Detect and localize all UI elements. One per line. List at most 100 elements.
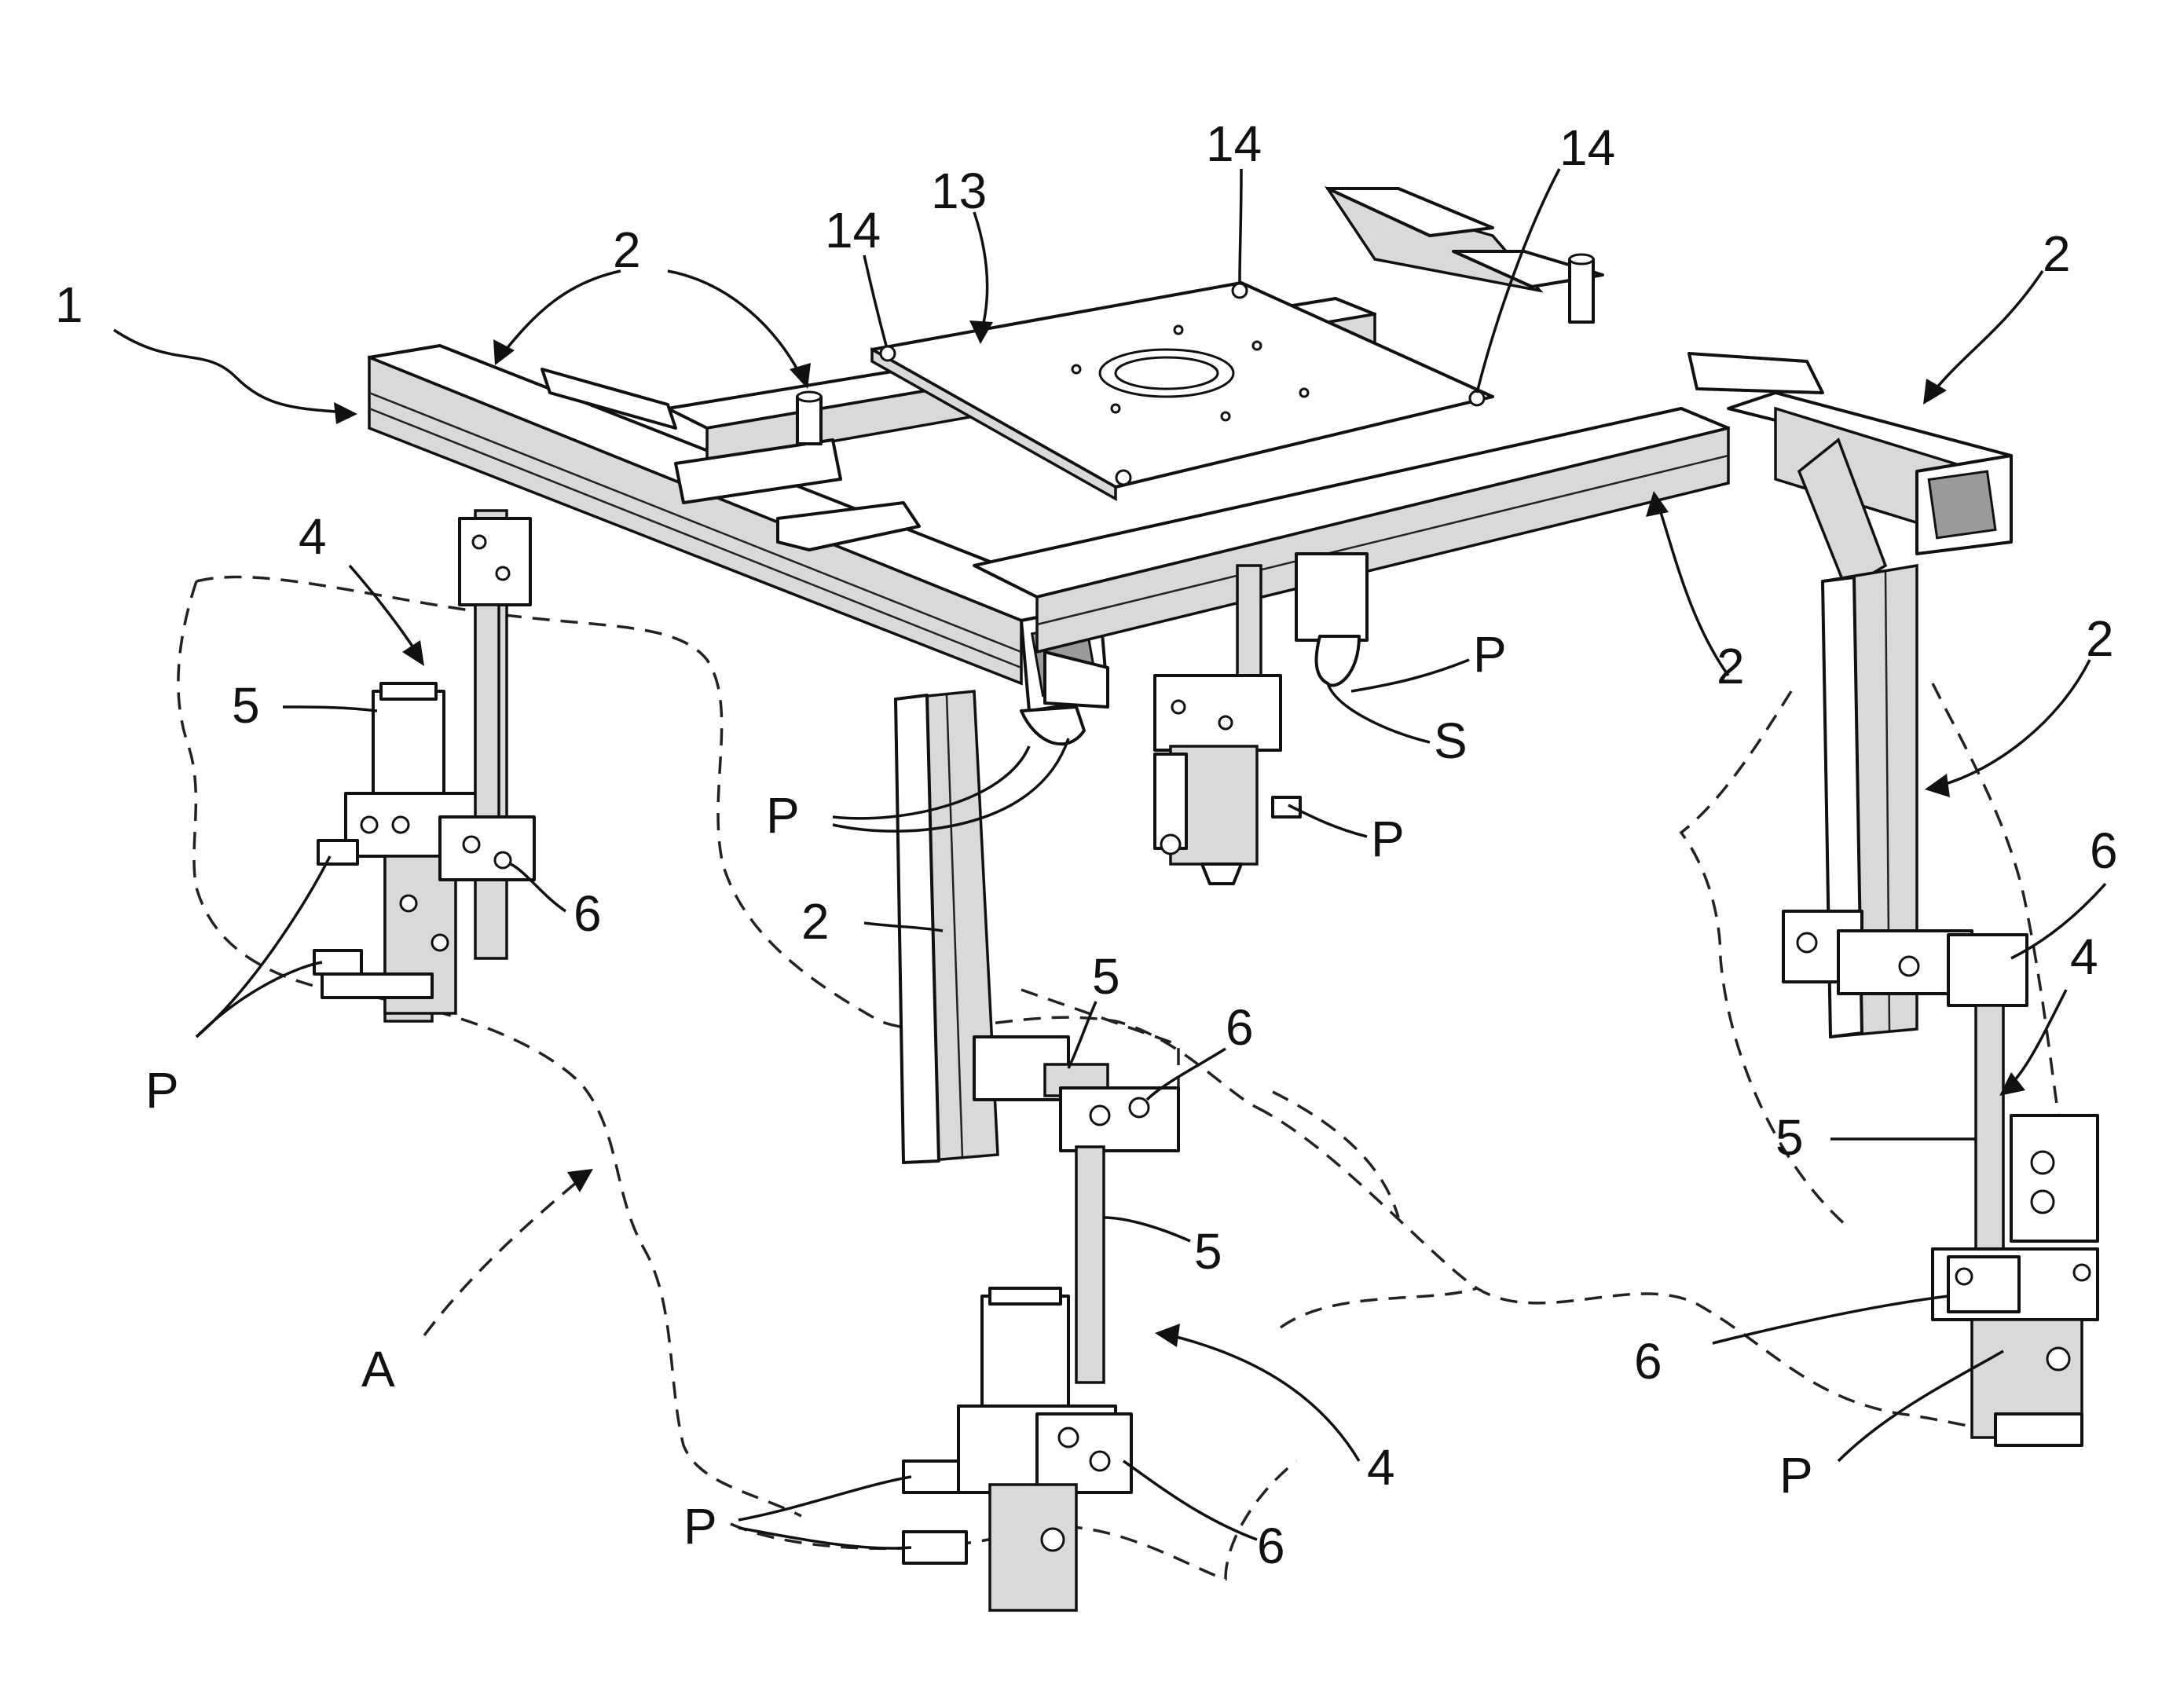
bolt bbox=[2047, 1348, 2069, 1370]
leader-p-left-b bbox=[196, 962, 322, 1037]
leader-p-left-a bbox=[196, 856, 330, 1037]
clamp-6-right-bottom bbox=[1948, 1257, 2019, 1312]
bolt bbox=[497, 567, 509, 580]
label-5-right: 5 bbox=[1775, 1109, 1804, 1166]
bolt bbox=[495, 852, 511, 868]
bolt bbox=[401, 895, 416, 911]
plate-bolt-hole bbox=[1174, 326, 1182, 334]
leader-2-right bbox=[1933, 271, 2043, 393]
leader-1 bbox=[114, 330, 346, 412]
bolt bbox=[361, 817, 377, 833]
label-6-front-top: 6 bbox=[1226, 999, 1254, 1056]
plate-bolt-hole bbox=[1300, 389, 1308, 397]
leader-5-front bbox=[1104, 1218, 1190, 1241]
label-5-front: 5 bbox=[1194, 1223, 1222, 1280]
arrowhead bbox=[402, 640, 424, 666]
label-2-mid: 2 bbox=[1717, 638, 1745, 694]
label-14-mid: 14 bbox=[1206, 115, 1262, 172]
plate-hole-14c bbox=[1470, 391, 1484, 405]
label-13: 13 bbox=[931, 163, 987, 219]
bolt bbox=[1090, 1106, 1109, 1125]
label-2-top-right: 2 bbox=[2043, 225, 2071, 282]
front-unit-cylinder-cap bbox=[990, 1288, 1061, 1304]
label-4-front: 4 bbox=[1367, 1439, 1395, 1496]
label-5-front-top: 5 bbox=[1092, 948, 1120, 1005]
bolt bbox=[1900, 957, 1918, 976]
label-s: S bbox=[1434, 712, 1468, 769]
center-unit-contact bbox=[1202, 864, 1241, 884]
leader-2-right-post bbox=[1940, 660, 2090, 786]
label-6-right-bottom: 6 bbox=[1634, 1333, 1662, 1390]
label-p-center: P bbox=[1371, 811, 1405, 867]
arrowhead bbox=[334, 402, 357, 424]
unit-left-cylinder bbox=[373, 691, 444, 793]
label-14-right: 14 bbox=[1559, 119, 1615, 176]
label-5-left: 5 bbox=[232, 677, 260, 734]
label-p-mid: P bbox=[766, 787, 800, 844]
bolt bbox=[464, 837, 479, 852]
bolt bbox=[2032, 1152, 2054, 1174]
plate-center-ring-inner bbox=[1116, 357, 1218, 389]
bolt bbox=[1956, 1269, 1972, 1284]
bolt bbox=[1059, 1428, 1078, 1447]
unit-left-pad-p1 bbox=[318, 841, 357, 864]
leader-14-mid bbox=[1240, 169, 1241, 283]
label-6-right-top: 6 bbox=[2090, 822, 2118, 879]
leader-a bbox=[424, 1178, 581, 1335]
leader-p-center bbox=[1288, 805, 1367, 837]
bolt bbox=[1090, 1452, 1109, 1470]
arrowhead bbox=[1925, 774, 1950, 797]
leader-2-b bbox=[668, 271, 801, 377]
right-unit-foot bbox=[1995, 1414, 2082, 1445]
leader-s bbox=[1328, 683, 1430, 742]
bolt bbox=[2032, 1191, 2054, 1213]
plate-hole-14a bbox=[881, 346, 895, 361]
front-pad-p2 bbox=[903, 1532, 966, 1563]
front-pad-p1 bbox=[903, 1461, 958, 1492]
top-pin-right bbox=[1570, 259, 1593, 322]
top-bracket-corner bbox=[1689, 353, 1823, 393]
label-p-top: P bbox=[1473, 626, 1507, 683]
label-14-left: 14 bbox=[825, 202, 881, 258]
top-pin-left bbox=[797, 397, 821, 444]
unit-left-cylinder-cap bbox=[381, 683, 436, 699]
label-4-left: 4 bbox=[299, 508, 327, 565]
clamp-6-front-bottom bbox=[1037, 1414, 1131, 1492]
label-4-right: 4 bbox=[2070, 928, 2098, 985]
bolt bbox=[432, 935, 448, 950]
front-unit-lower bbox=[990, 1485, 1076, 1610]
label-2-front-post: 2 bbox=[801, 893, 830, 950]
bolt bbox=[1172, 701, 1185, 713]
front-unit-rod bbox=[1076, 1147, 1104, 1383]
plate-bolt-hole bbox=[1112, 405, 1119, 412]
plate-bolt-hole bbox=[1222, 412, 1229, 420]
plate-bolt-hole bbox=[1072, 365, 1080, 373]
label-2-top-left: 2 bbox=[613, 222, 641, 278]
unit-left-rod bbox=[475, 605, 499, 833]
clamp-6-right-top bbox=[1948, 935, 2027, 1005]
label-2-right-post: 2 bbox=[2086, 610, 2114, 667]
label-p-left: P bbox=[145, 1062, 179, 1119]
leader-13 bbox=[974, 212, 988, 330]
right-unit-cylinder bbox=[2011, 1115, 2098, 1241]
center-pad-p bbox=[1273, 797, 1300, 817]
leader-4-left bbox=[350, 566, 416, 652]
arrowhead bbox=[1155, 1324, 1180, 1347]
arrowhead bbox=[567, 1169, 593, 1192]
sensor-head-block bbox=[1296, 554, 1367, 640]
clamp-6-front-top bbox=[1061, 1088, 1178, 1151]
leader-4-front bbox=[1171, 1335, 1359, 1461]
right-unit-rod bbox=[1976, 1005, 2003, 1257]
center-unit-block-upper bbox=[1155, 676, 1281, 750]
plate-bolt-hole bbox=[1253, 342, 1261, 350]
bolt bbox=[473, 536, 486, 548]
bolt bbox=[393, 817, 409, 833]
top-pin-left-cap bbox=[797, 392, 821, 401]
post-back-left-block bbox=[460, 518, 530, 605]
bolt bbox=[1042, 1529, 1064, 1551]
profile-slot-right bbox=[1929, 471, 1995, 538]
bolt bbox=[2074, 1265, 2090, 1280]
bolt bbox=[1161, 835, 1180, 854]
clamp-pad-p-front bbox=[1021, 707, 1084, 744]
